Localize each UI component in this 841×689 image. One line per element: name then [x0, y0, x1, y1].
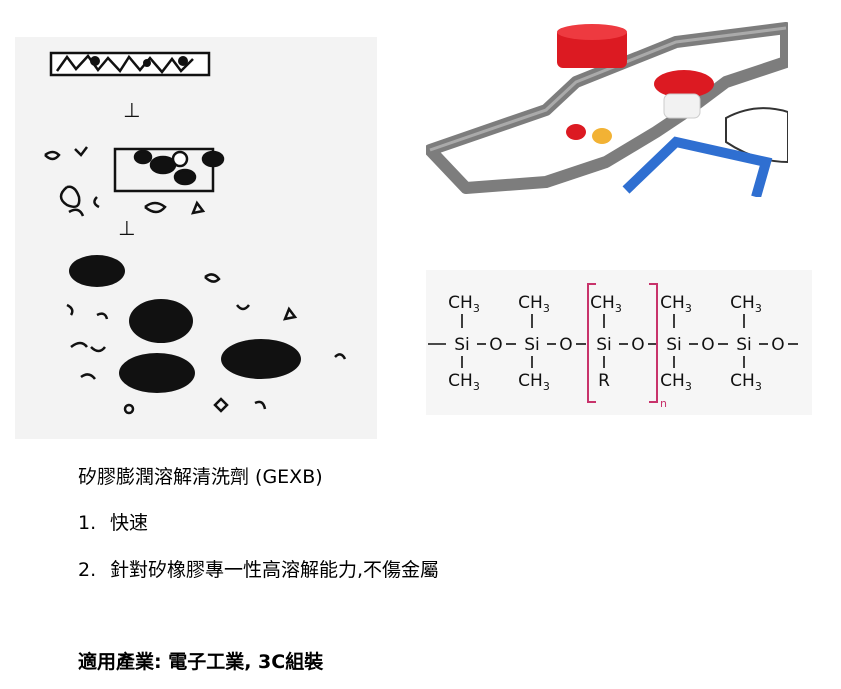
oxygen-atom: O [489, 335, 502, 355]
oxygen-atom: O [559, 335, 572, 355]
silicon-atom: Si [666, 335, 682, 355]
methyl-group-top: CH3 [518, 293, 550, 315]
blue-gasket [622, 136, 773, 197]
feature-number: 2. [78, 559, 97, 581]
methyl-group-bottom: CH3 [448, 371, 480, 393]
dissolved-stage [66, 255, 347, 415]
methyl-group-top: CH3 [730, 293, 762, 315]
swelling-dissolution-diagram: ⊥ ⊥ [15, 37, 377, 439]
applicable-industries: 適用產業: 電子工業, 3C組裝 [78, 651, 324, 673]
feature-number: 1. [78, 512, 97, 534]
side-group-r: R [598, 371, 610, 391]
feature-item-2: 2. 針對矽橡膠專一性高溶解能力,不傷金屬 [78, 559, 439, 581]
methyl-group-bottom: CH3 [518, 371, 550, 393]
svg-text:⊥: ⊥ [118, 216, 135, 240]
methyl-group-top: CH3 [590, 293, 622, 315]
silicon-atom: Si [736, 335, 752, 355]
gasket-parts-image [426, 22, 788, 197]
swelling-stage [44, 146, 225, 217]
oxygen-atom: O [771, 335, 784, 355]
intact-rubber-block [49, 51, 211, 77]
dissolution-stages-illustration: ⊥ ⊥ [44, 51, 347, 415]
oxygen-atom: O [631, 335, 644, 355]
red-cap [654, 70, 714, 98]
repeat-index: n [660, 397, 667, 410]
silicon-atom: Si [524, 335, 540, 355]
methyl-group-top: CH3 [448, 293, 480, 315]
methyl-group-top: CH3 [660, 293, 692, 315]
oxygen-atom: O [701, 335, 714, 355]
silicon-atom: Si [454, 335, 470, 355]
methyl-group-bottom: CH3 [660, 371, 692, 393]
polysiloxane-chain: CH3SiCH3OCH3SiCH3OCH3SiROCH3SiCH3OCH3SiC… [428, 283, 798, 410]
repeat-unit-bracket [587, 283, 658, 403]
methyl-group-bottom: CH3 [730, 371, 762, 393]
product-title: 矽膠膨潤溶解清洗劑 (GEXB) [78, 466, 323, 488]
feature-item-1: 1. 快速 [78, 512, 148, 534]
silicon-atom: Si [596, 335, 612, 355]
silicone-gasket-photo [426, 22, 788, 197]
feature-text: 針對矽橡膠專一性高溶解能力,不傷金屬 [110, 559, 440, 581]
svg-text:⊥: ⊥ [123, 98, 140, 122]
feature-text: 快速 [110, 512, 149, 534]
